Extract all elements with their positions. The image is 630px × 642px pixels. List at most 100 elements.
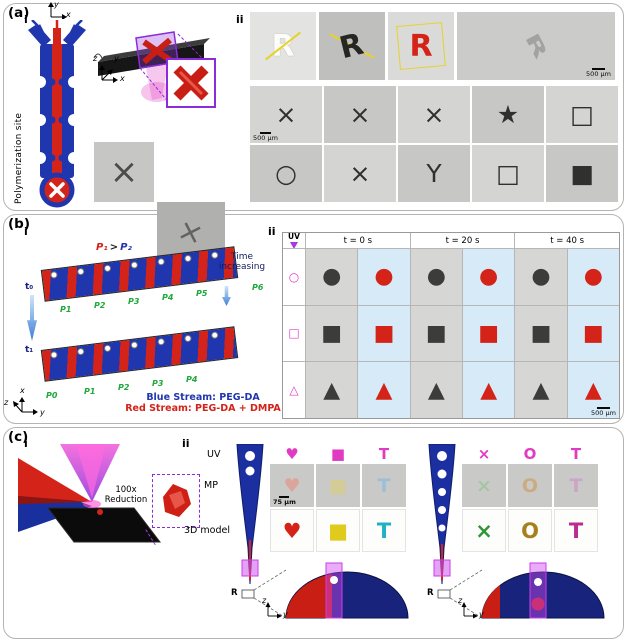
uv-label: UV <box>288 232 300 241</box>
model-render: O <box>508 509 552 552</box>
shape-grid-right: × O T × O T × O T <box>462 445 598 552</box>
port-label: P2 <box>118 383 130 392</box>
channel-cross-section-left <box>241 562 409 619</box>
structure-glyph: R <box>409 28 433 64</box>
printing-channel-right <box>428 444 456 585</box>
column-header-t40: t = 40 s <box>514 233 619 248</box>
panel-b-sub-i: i <box>24 225 28 238</box>
structure-glyph: ♥ <box>283 474 301 497</box>
render-cell: ● <box>566 248 619 305</box>
micrograph-photo: □ <box>472 145 544 202</box>
printing-channel-left <box>236 444 264 585</box>
axis-xy-icon <box>48 2 67 19</box>
legend-red-stream: Red Stream: PEG-DA + DMPA <box>125 403 281 415</box>
render-cell: ■ <box>566 304 619 362</box>
mask-t-icon: T <box>570 445 582 463</box>
port-hole <box>184 334 192 343</box>
micrograph-cell: ■ <box>409 304 462 362</box>
structure-glyph: O <box>521 474 539 497</box>
red-core <box>531 597 545 611</box>
region-r-label: R <box>427 588 434 598</box>
port-hole <box>50 351 58 359</box>
micrograph-photo: ♥ 75 μm <box>270 464 314 507</box>
port-label: P0 <box>46 391 58 400</box>
mask-heart-icon: ♥ <box>285 445 299 463</box>
panel-c-label: (c) <box>8 429 29 445</box>
micrograph-photo: × 500 μm <box>250 86 322 143</box>
micrograph-photo: □ <box>546 86 618 143</box>
row-icon-circle: ○ <box>283 248 305 305</box>
structure-glyph: ■ <box>329 474 347 497</box>
axis-z-label: z <box>458 596 463 605</box>
polymerization-site-label: Polymerization site <box>14 112 24 204</box>
micrograph-cell: ▲ <box>305 361 358 418</box>
structure-glyph: × <box>275 100 297 129</box>
structure-gallery: × 500 μm × × ★ □ ○ × Y □ ■ <box>250 86 622 202</box>
channel-cross-section-right <box>437 562 605 619</box>
reduced-structure <box>97 509 103 515</box>
model-render: T <box>554 509 598 552</box>
scale-bar: 500 μm <box>591 407 616 417</box>
microchannel-schematic <box>28 20 86 208</box>
port-hole <box>103 264 112 273</box>
reduced-render-inset <box>152 474 200 528</box>
micrograph-photo: Y <box>398 145 470 202</box>
micrograph-cell: ● <box>409 248 462 305</box>
axis-y-label: y <box>479 610 484 619</box>
uv-exposure-window <box>433 559 451 577</box>
port-label: P4 <box>186 375 198 384</box>
pressure-comparison: P₁ > P₂ <box>96 242 132 253</box>
micrograph-photo: ○ <box>250 145 322 202</box>
axis-y-label: y <box>40 408 45 417</box>
scale-bar: 500 μm <box>253 132 278 142</box>
column-header-t0: t = 0 s <box>305 233 410 248</box>
time-increasing-arrow <box>222 286 231 306</box>
micrograph-cell: ● <box>305 248 358 305</box>
port-label: P3 <box>152 379 164 388</box>
render-cell: ● <box>461 248 515 305</box>
uv-beam-icon <box>290 242 298 249</box>
reduction-3d-schematic <box>18 444 162 543</box>
render-cell: ■ <box>357 304 410 362</box>
micrograph-photo: T <box>362 464 406 507</box>
r-structure-row: R R R R 500 μm <box>250 12 615 80</box>
structure-glyph: ♥ <box>282 518 302 543</box>
stage-platform <box>46 507 162 543</box>
structure-glyph: ▲ <box>584 377 602 403</box>
row-label-uv: UV <box>207 449 221 460</box>
structure-glyph: R <box>336 26 368 66</box>
structure-glyph: T <box>568 518 584 543</box>
axis-z-label: z <box>4 398 9 407</box>
time-t0-label: t₀ <box>25 282 34 292</box>
render-cell: ▲ <box>357 361 410 418</box>
structure-glyph: × <box>349 100 371 129</box>
uv-beam-glow <box>146 64 168 100</box>
micrograph-photo: R <box>319 12 385 80</box>
scale-bar: 500 μm <box>586 68 611 78</box>
model-render: T <box>362 509 406 552</box>
legend-blue-stream: Blue Stream: PEG-DA <box>146 392 260 403</box>
axis-y-label: y <box>114 54 119 63</box>
row-icon-square: □ <box>283 304 305 362</box>
axis-xyz-icon <box>13 397 38 415</box>
micrograph-cell: ■ <box>305 304 358 362</box>
port-hole <box>76 267 85 276</box>
structure-glyph: O <box>521 518 539 543</box>
port-hole <box>130 341 139 349</box>
structure-glyph: × <box>475 518 493 543</box>
structure-glyph: × <box>349 159 371 188</box>
micrograph-cell: ■ <box>514 304 567 362</box>
model-render: ♥ <box>270 509 314 552</box>
row-icon-triangle: △ <box>283 361 305 418</box>
structure-glyph: ★ <box>496 100 520 129</box>
structure-glyph: □ <box>570 100 594 129</box>
port-hole <box>157 337 166 346</box>
uv-cell: UV <box>283 232 305 249</box>
time-increasing-label: Time increasing <box>218 252 266 272</box>
render-cell: ● <box>357 248 410 305</box>
port-label: P4 <box>162 293 174 302</box>
timelapse-table: UV t = 0 s t = 20 s t = 40 s ○ ● ● ● ● ●… <box>282 232 620 419</box>
panel-a-sub-ii: ii <box>236 13 244 26</box>
micrograph-photo: R 500 μm <box>457 12 615 80</box>
structure-glyph: T <box>377 474 391 497</box>
